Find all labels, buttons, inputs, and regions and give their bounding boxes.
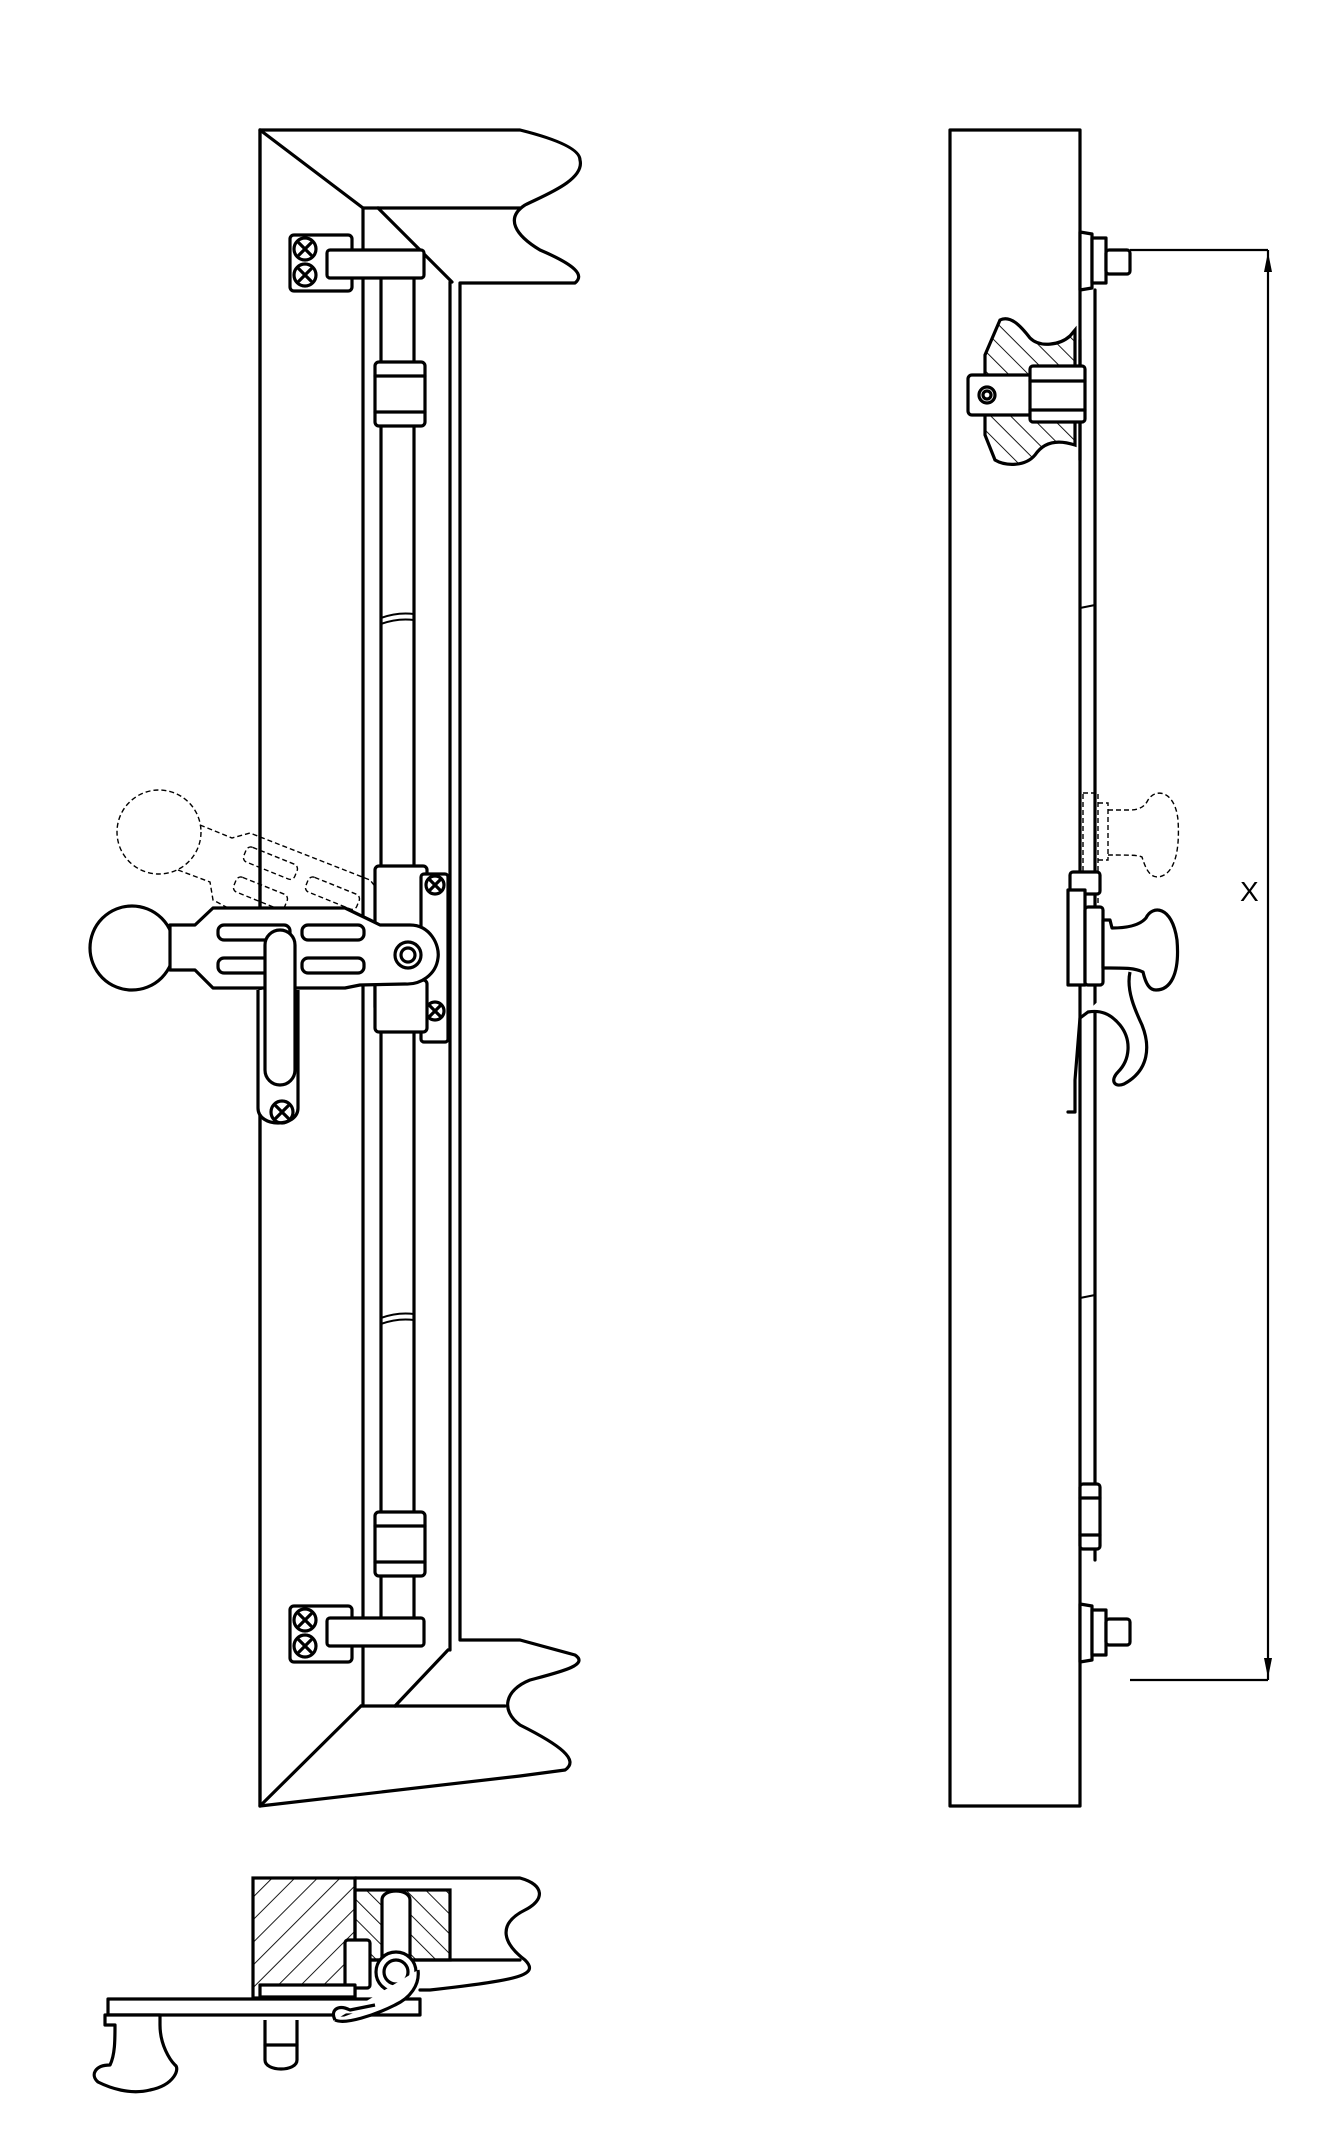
section-hook xyxy=(331,1969,420,2023)
rod-guide-top xyxy=(373,360,427,428)
screw-icon xyxy=(292,262,318,288)
side-view xyxy=(948,128,1272,1808)
miter-top xyxy=(258,128,365,210)
handle-knob xyxy=(88,904,176,992)
screw-icon xyxy=(269,1099,295,1125)
sash-break-edge xyxy=(353,1876,541,1992)
catch-plate xyxy=(256,928,300,1125)
knob-and-hook xyxy=(1066,870,1180,1114)
bolt-end-top xyxy=(1078,230,1132,292)
lever-slot xyxy=(300,923,366,942)
grip-section-hatched xyxy=(966,317,1087,466)
frame-section xyxy=(251,1876,357,2000)
rod-break-1 xyxy=(380,612,415,619)
hook xyxy=(1079,971,1149,1087)
lever-slot xyxy=(300,956,366,975)
screw-icon xyxy=(292,236,318,262)
handle-open-position-ghost xyxy=(116,789,396,961)
side-rod-break xyxy=(1079,604,1096,609)
front-view xyxy=(88,128,582,1808)
top-keeper xyxy=(288,233,426,293)
handle-lever-closed[interactable] xyxy=(88,904,440,992)
sash-miter-bottom xyxy=(393,1648,450,1708)
section-bolt xyxy=(380,1889,412,1968)
screw-icon xyxy=(424,874,446,896)
dimension-x-label: X xyxy=(1240,876,1259,907)
miter-bottom xyxy=(258,1704,363,1808)
screw-icon xyxy=(292,1633,318,1659)
knob-open-position-ghost xyxy=(1082,792,1180,914)
rod-break-2 xyxy=(380,1312,415,1319)
section-knob xyxy=(92,2013,179,2094)
screw-icon xyxy=(292,1607,318,1633)
pivot-pin xyxy=(393,940,423,970)
dimension-x xyxy=(1130,248,1272,1682)
rod-guide-bottom xyxy=(373,1510,427,1578)
section-view xyxy=(92,1876,541,2094)
rod-break-2b xyxy=(380,1318,415,1325)
frame-outline xyxy=(258,128,582,1808)
rod-break-1b xyxy=(380,618,415,625)
side-rod-break xyxy=(1079,1294,1096,1299)
knob xyxy=(1101,908,1180,992)
sash-miter-top xyxy=(376,206,454,284)
bolt-end-bottom xyxy=(1078,1482,1132,1664)
bottom-keeper xyxy=(288,1604,426,1664)
